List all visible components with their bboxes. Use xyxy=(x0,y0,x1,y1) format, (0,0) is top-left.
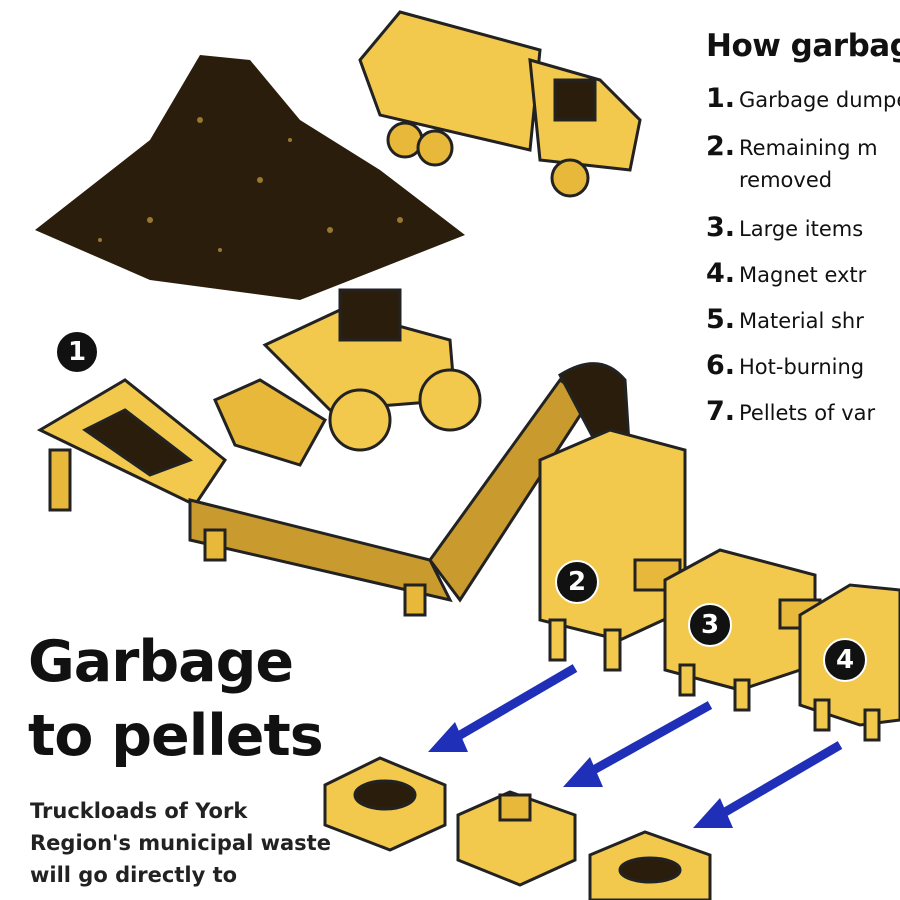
steps-panel: How garbage 1.Garbage dumped 2.Remaining… xyxy=(706,28,900,445)
step-badge-4: 4 xyxy=(823,638,867,682)
bulldozer xyxy=(213,288,482,467)
headline-line-2: to pellets xyxy=(28,703,324,769)
step-text: Material shr xyxy=(739,309,864,333)
garbage-truck xyxy=(358,10,642,198)
step-badge-3: 3 xyxy=(688,603,732,647)
step-text: Pellets of var xyxy=(739,401,876,425)
step-number: 5. xyxy=(706,304,736,335)
step-item: 7.Pellets of var xyxy=(706,396,900,427)
step-number: 1. xyxy=(706,83,736,114)
step-item: 2.Remaining m removed xyxy=(706,132,900,196)
step-badge-1: 1 xyxy=(55,330,99,374)
step-number: 3. xyxy=(706,212,736,243)
headline: Garbage to pellets xyxy=(28,625,324,773)
step-text: Remaining m removed xyxy=(739,136,878,192)
step-text: Large items xyxy=(739,217,864,241)
garbage-pile xyxy=(35,55,465,300)
intro-text: Truckloads of York Region's municipal wa… xyxy=(30,799,331,887)
step-text: Garbage dumped xyxy=(739,88,900,112)
step-number: 4. xyxy=(706,258,736,289)
step-item: 6.Hot-burning xyxy=(706,350,900,381)
step-number: 2. xyxy=(706,131,736,162)
step-item: 3.Large items xyxy=(706,212,900,243)
steps-title: How garbage xyxy=(706,28,900,64)
step-item: 1.Garbage dumped xyxy=(706,83,900,114)
step-badge-2: 2 xyxy=(555,560,599,604)
step-number: 7. xyxy=(706,396,736,427)
blue-arrows xyxy=(428,664,843,828)
step-text: Magnet extr xyxy=(739,263,867,287)
headline-line-1: Garbage xyxy=(28,629,294,695)
hopper xyxy=(36,378,228,512)
step-item: 4.Magnet extr xyxy=(706,258,900,289)
step-text: Hot-burning xyxy=(739,355,865,379)
output-bins xyxy=(323,756,712,900)
step-number: 6. xyxy=(706,350,736,381)
step-item: 5.Material shr xyxy=(706,304,900,335)
